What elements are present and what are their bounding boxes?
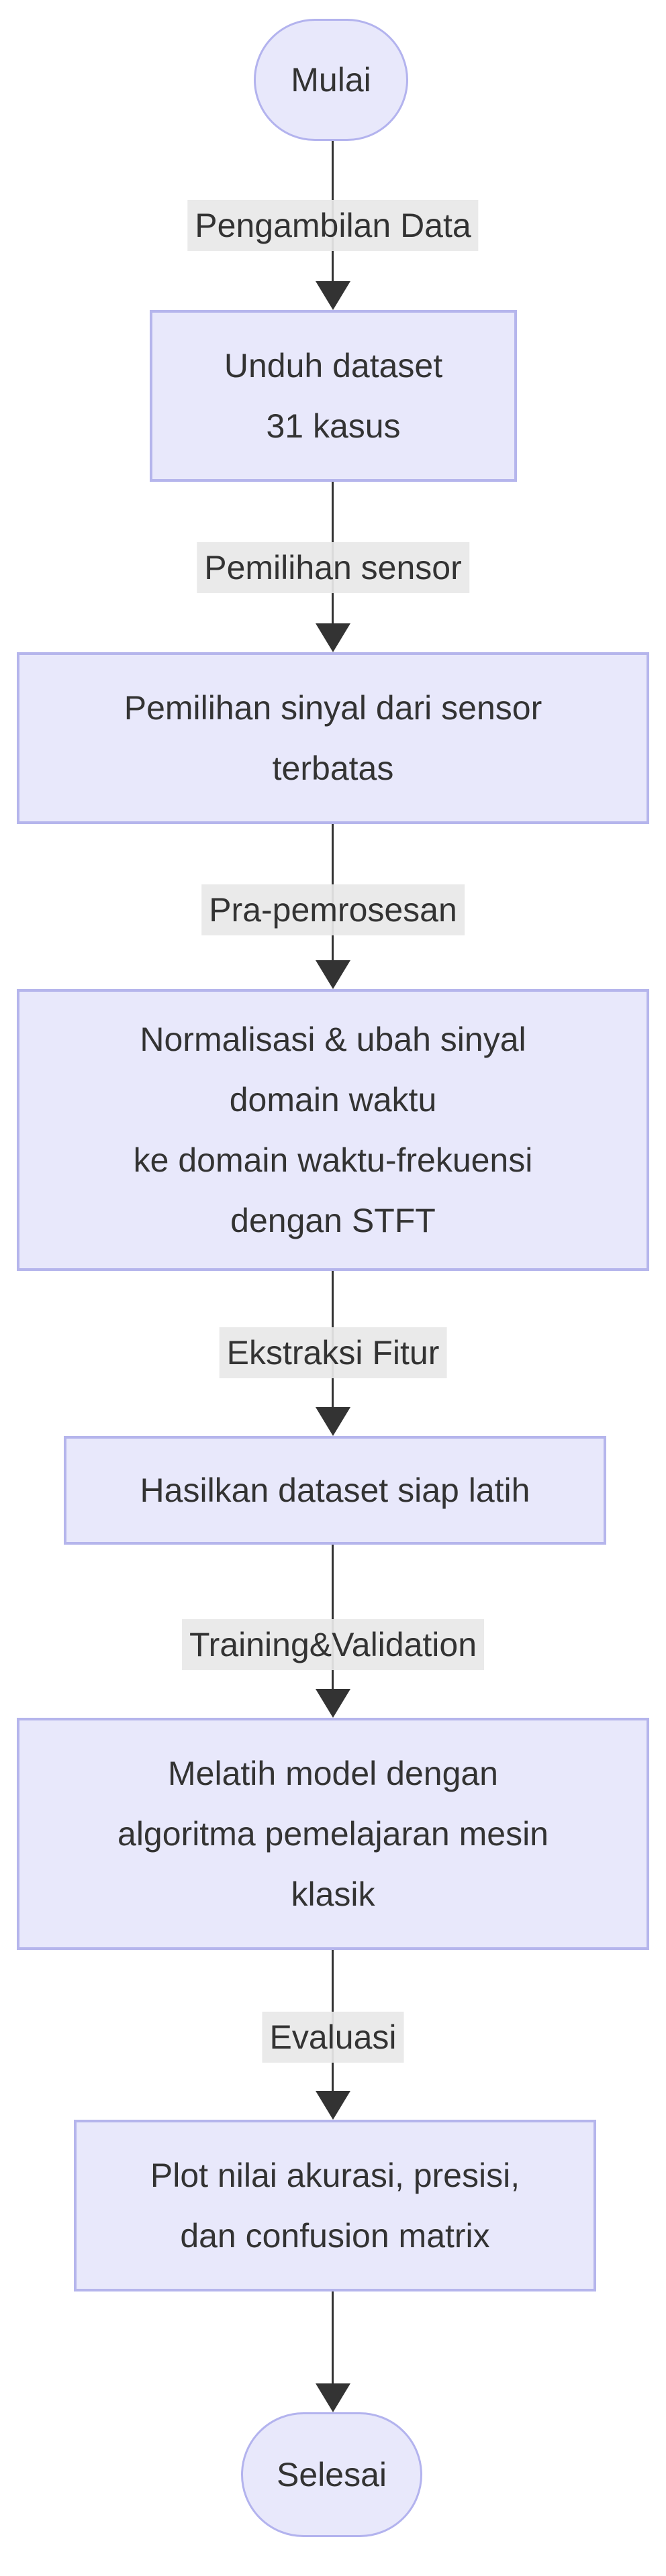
node-label: Pemilihan sinyal dari sensor	[124, 689, 542, 727]
process-melatih-model: Melatih model dengan algoritma pemelajar…	[17, 1718, 649, 1950]
node-label: Normalisasi & ubah sinyal	[140, 1021, 526, 1058]
node-label: ke domain waktu-frekuensi	[133, 1141, 533, 1179]
edge-label-evaluasi: Evaluasi	[262, 2012, 404, 2063]
arrowhead-down-icon	[316, 1689, 350, 1718]
edge-connector-5	[332, 1545, 334, 1691]
start-node: Mulai	[254, 19, 408, 141]
node-label: Hasilkan dataset siap latih	[140, 1472, 530, 1509]
node-label: domain waktu	[229, 1081, 437, 1119]
node-label: 31 kasus	[266, 407, 401, 445]
process-hasilkan-dataset: Hasilkan dataset siap latih	[64, 1436, 606, 1545]
node-label: terbatas	[272, 750, 394, 787]
process-normalisasi-stft: Normalisasi & ubah sinyal domain waktu k…	[17, 989, 649, 1271]
node-label: dan confusion matrix	[180, 2217, 490, 2255]
edge-label-pemilihan-sensor: Pemilihan sensor	[197, 542, 469, 593]
process-plot-hasil: Plot nilai akurasi, presisi, dan confusi…	[74, 2120, 596, 2291]
arrowhead-down-icon	[316, 2383, 350, 2412]
end-node: Selesai	[241, 2412, 422, 2537]
edge-label-training-validation: Training&Validation	[181, 1619, 485, 1670]
edge-connector-7	[332, 2291, 334, 2385]
arrowhead-down-icon	[316, 2091, 350, 2120]
edge-label-pengambilan-data: Pengambilan Data	[187, 200, 479, 251]
arrowhead-down-icon	[316, 960, 350, 989]
node-label: Plot nilai akurasi, presisi,	[150, 2157, 520, 2194]
edge-label-ekstraksi-fitur: Ekstraksi Fitur	[219, 1327, 447, 1378]
arrowhead-down-icon	[316, 281, 350, 310]
node-label: algoritma pemelajaran mesin	[117, 1815, 549, 1853]
arrowhead-down-icon	[316, 623, 350, 652]
node-label: Unduh dataset	[224, 347, 443, 384]
node-label: Melatih model dengan	[168, 1755, 498, 1792]
node-label: dengan STFT	[230, 1202, 436, 1239]
node-label: klasik	[291, 1875, 375, 1913]
edge-label-pra-pemrosesan: Pra-pemrosesan	[201, 884, 465, 935]
process-pemilihan-sinyal: Pemilihan sinyal dari sensor terbatas	[17, 652, 649, 824]
process-unduh-dataset: Unduh dataset 31 kasus	[150, 310, 517, 482]
arrowhead-down-icon	[316, 1407, 350, 1436]
node-label: Selesai	[277, 2456, 387, 2493]
node-label: Mulai	[291, 61, 371, 99]
